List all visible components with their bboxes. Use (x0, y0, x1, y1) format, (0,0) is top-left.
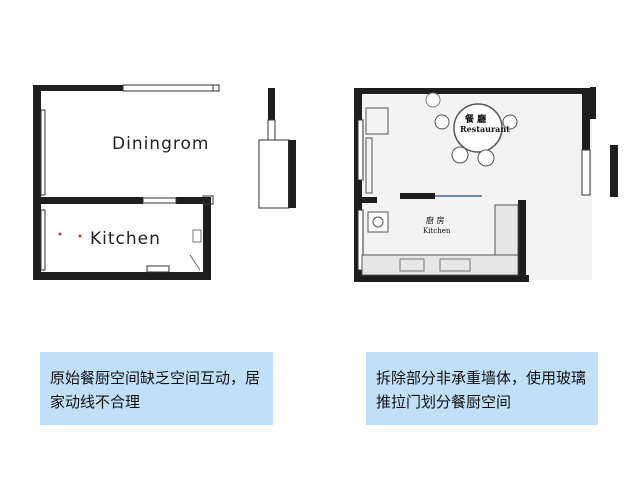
dining-table-set (425, 92, 518, 167)
original-plan-drawing (33, 84, 296, 280)
renovated-plan-drawing (354, 87, 618, 282)
kitchen-counters (361, 204, 519, 276)
restaurant-en-label: Restaurant (460, 124, 510, 134)
original-plan-caption: 原始餐厨空间缺乏空间互动，居家动线不合理 (40, 352, 273, 425)
renovated-floor-plan: 餐 廳 Restaurant 廚 房 Kitchen (320, 0, 640, 300)
kitchen-room-label: Kitchen (90, 229, 161, 249)
original-walls (33, 85, 296, 280)
living-furniture (365, 107, 389, 194)
renovated-plan-caption: 拆除部分非承重墙体，使用玻璃推拉门划分餐厨空间 (366, 352, 598, 425)
original-floor-plan: Diningrom Kitchen (0, 0, 320, 300)
kitchen-en-label: Kitchen (423, 227, 451, 235)
renovated-walls (354, 87, 618, 282)
original-kitchen-fixtures (58, 229, 202, 273)
kitchen-cn-label: 廚 房 (426, 216, 445, 225)
dining-room-label: Diningrom (112, 134, 210, 154)
restaurant-cn-label: 餐 廳 (465, 115, 487, 125)
original-window-outlines (40, 84, 290, 271)
renovated-windows (357, 119, 591, 271)
